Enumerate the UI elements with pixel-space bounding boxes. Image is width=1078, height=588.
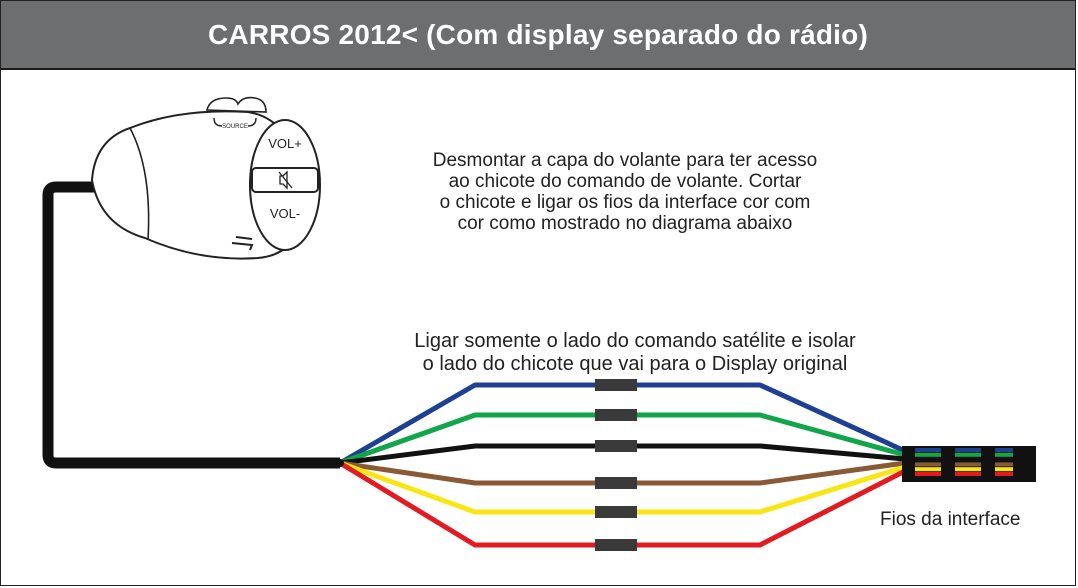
seek-icon	[231, 236, 254, 251]
interface-wires-label: Fios da interface	[880, 509, 1021, 530]
splice-sleeve	[595, 409, 637, 421]
connector-stripe-red	[915, 472, 941, 476]
splice-sleeve	[595, 379, 637, 391]
wire-green	[339, 412, 906, 466]
splice-sleeve	[595, 506, 637, 518]
connector-wire-stripes	[915, 448, 1013, 476]
mute-icon	[278, 170, 293, 190]
header-bar: CARROS 2012< (Com display separado do rá…	[1, 1, 1075, 70]
vol-up-label: VOL+	[268, 136, 302, 151]
connector-stripe-brown	[915, 462, 941, 467]
connector-stripe-black	[915, 457, 941, 462]
instructions-line: cor como mostrado no diagrama abaixo	[457, 213, 793, 234]
connector-stripe-yellow	[915, 467, 941, 472]
source-button-top	[205, 96, 267, 113]
connector-stripe-black	[955, 457, 981, 462]
connector-stripe-green	[955, 452, 981, 457]
connector-stripe-red	[995, 472, 1013, 476]
note-line: o lado do chicote que vai para o Display…	[422, 353, 848, 375]
splice-sleeve	[595, 477, 637, 489]
control-cap	[129, 127, 150, 241]
wire-bundle	[336, 379, 907, 551]
source-label: SOURCE	[222, 124, 248, 130]
connector-stripe-blue	[915, 448, 941, 452]
splice-sleeve	[595, 440, 637, 452]
connector-stripe-green	[995, 452, 1013, 457]
note-line: Ligar somente o lado do comando satélite…	[414, 330, 856, 352]
instructions-text: Desmontar a capa do volante para ter ace…	[330, 150, 920, 234]
instructions-line: o chicote e ligar os fios da interface c…	[439, 192, 811, 213]
connector-stripe-yellow	[995, 467, 1013, 472]
source-arc	[213, 117, 257, 127]
main-cable	[42, 181, 340, 469]
connector-stripe-blue	[995, 448, 1013, 452]
steering-control: SOURCE VOL+ VOL-	[90, 96, 321, 260]
connector-stripe-brown	[995, 462, 1013, 467]
connector-stripe-blue	[955, 448, 981, 452]
control-body	[90, 110, 296, 260]
instructions-line: Desmontar a capa do volante para ter ace…	[432, 150, 818, 171]
connector-stripe-green	[915, 452, 941, 457]
page-title: CARROS 2012< (Com display separado do rá…	[208, 18, 868, 50]
connector-stripe-brown	[955, 462, 981, 467]
splice-point	[336, 459, 344, 467]
splice-sleeve	[595, 539, 637, 551]
vol-down-label: VOL-	[270, 206, 300, 221]
wiring-note: Ligar somente o lado do comando satélite…	[300, 330, 970, 376]
connector-stripe-yellow	[955, 467, 981, 472]
instructions-line: ao chicote do comando de volante. Cortar	[448, 171, 802, 192]
connector-stripe-black	[995, 457, 1013, 462]
connector-stripe-red	[955, 472, 981, 476]
